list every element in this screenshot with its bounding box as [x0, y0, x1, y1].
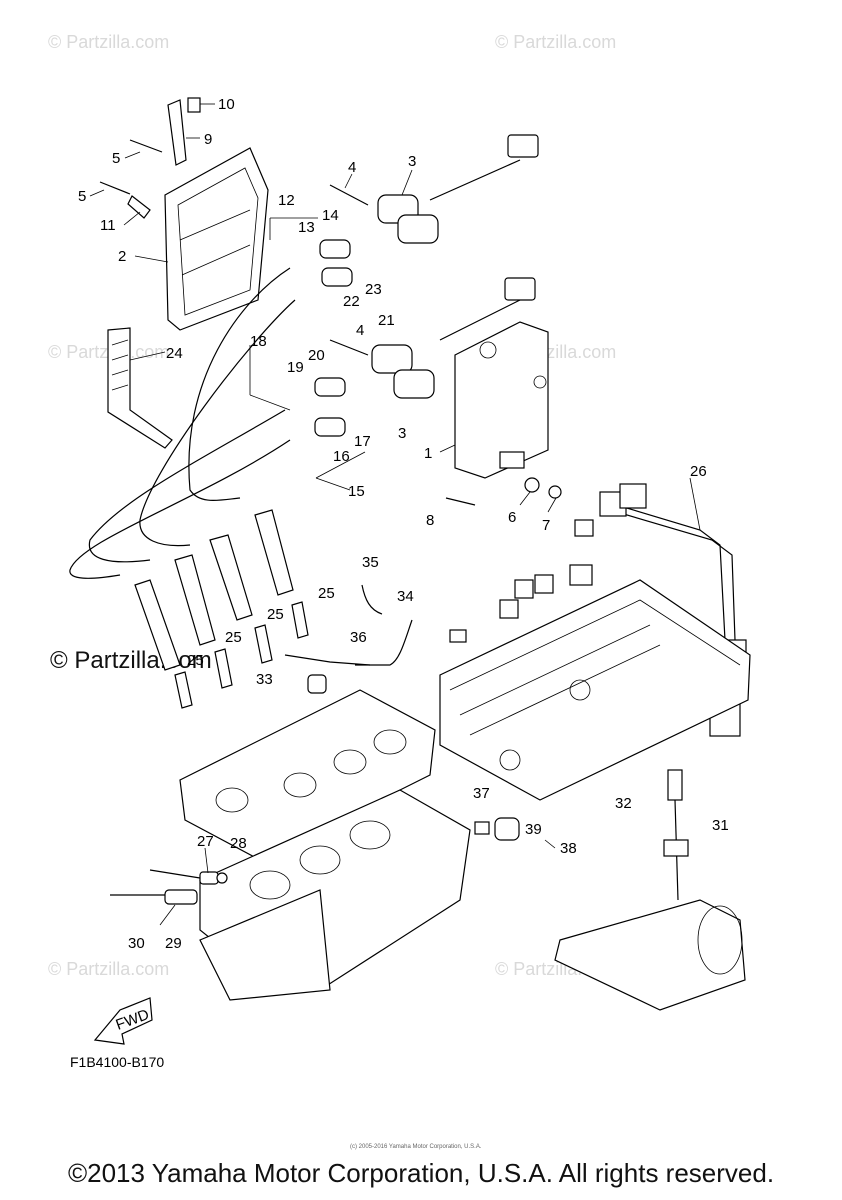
watermark-main: © Partzilla.com	[50, 647, 212, 674]
callouts: 10 9 5 5 11 2 4 3 12 13 14 22 23 21 4 24…	[78, 96, 729, 952]
plug-caps	[69, 239, 353, 579]
bolt-8	[445, 497, 476, 506]
band-35	[361, 584, 383, 615]
callout-1: 1	[424, 445, 432, 462]
cylinder-head	[179, 689, 436, 861]
callout-22: 22	[343, 293, 360, 310]
grommet	[524, 477, 540, 493]
callout-15: 15	[348, 483, 365, 500]
leader-lines	[89, 103, 701, 926]
callout-23: 23	[365, 281, 382, 298]
connector	[449, 629, 467, 643]
callout-37: 37	[473, 785, 490, 802]
bolts	[99, 139, 163, 219]
callout-34: 34	[397, 588, 414, 605]
callout-26: 26	[690, 463, 707, 480]
callout-2: 2	[118, 248, 126, 265]
ecu-cover	[164, 147, 269, 331]
callout-5: 5	[112, 150, 120, 167]
callout-25: 25	[187, 652, 204, 669]
callout-19: 19	[287, 359, 304, 376]
watermark: © Partzilla.com	[48, 959, 169, 979]
callout-39: 39	[525, 821, 542, 838]
callout-10: 10	[218, 96, 235, 113]
callout-36: 36	[350, 629, 367, 646]
callout-7: 7	[542, 517, 550, 534]
callout-3: 3	[408, 153, 416, 170]
sensors	[110, 817, 520, 905]
callout-31: 31	[712, 817, 729, 834]
callout-24: 24	[166, 345, 183, 362]
spark-plugs	[174, 601, 309, 709]
small-copyright: (c) 2005-2016 Yamaha Motor Corporation, …	[350, 1144, 482, 1150]
callout-25: 25	[225, 629, 242, 646]
callout-35: 35	[362, 554, 379, 571]
callout-8: 8	[426, 512, 434, 529]
callout-6: 6	[508, 509, 516, 526]
collar	[548, 485, 562, 499]
callout-12: 12	[278, 192, 295, 209]
figure-code: F1B4100-B170	[70, 1054, 164, 1070]
sensor-33	[307, 674, 327, 694]
callout-38: 38	[560, 840, 577, 857]
callout-5: 5	[78, 188, 86, 205]
bracket	[167, 97, 201, 166]
ignition-coils	[329, 134, 539, 399]
parts-diagram: © Partzilla.com © Partzilla.com © Partzi…	[48, 32, 751, 1150]
callout-14: 14	[322, 207, 339, 224]
callout-25: 25	[318, 585, 335, 602]
bracket-24	[107, 327, 173, 449]
plug-boots	[134, 509, 294, 671]
exhaust-pipe	[554, 769, 746, 1011]
callout-33: 33	[256, 671, 273, 688]
callout-11: 11	[100, 217, 116, 234]
callout-18: 18	[250, 333, 267, 350]
callout-30: 30	[128, 935, 145, 952]
electrical-box	[439, 579, 751, 801]
callout-17: 17	[354, 433, 371, 450]
watermark: © Partzilla.com	[495, 32, 616, 52]
callout-29: 29	[165, 935, 182, 952]
callout-25: 25	[267, 606, 284, 623]
lead-34	[355, 619, 413, 666]
callout-9: 9	[204, 131, 212, 148]
callout-27: 27	[197, 833, 214, 850]
callout-28: 28	[230, 835, 247, 852]
copyright-notice: ©2013 Yamaha Motor Corporation, U.S.A. A…	[67, 1158, 775, 1188]
callout-3: 3	[398, 425, 406, 442]
callout-4: 4	[348, 159, 356, 176]
callout-4: 4	[356, 322, 364, 339]
callout-20: 20	[308, 347, 325, 364]
wire-36	[284, 654, 371, 666]
callout-13: 13	[298, 219, 315, 236]
fwd-arrow[interactable]: FWD	[93, 997, 153, 1045]
callout-32: 32	[615, 795, 632, 812]
ecu	[454, 321, 549, 479]
watermark: © Partzilla.com	[48, 32, 169, 52]
callout-16: 16	[333, 448, 350, 465]
callout-21: 21	[378, 312, 395, 329]
engine-block	[199, 789, 471, 1001]
